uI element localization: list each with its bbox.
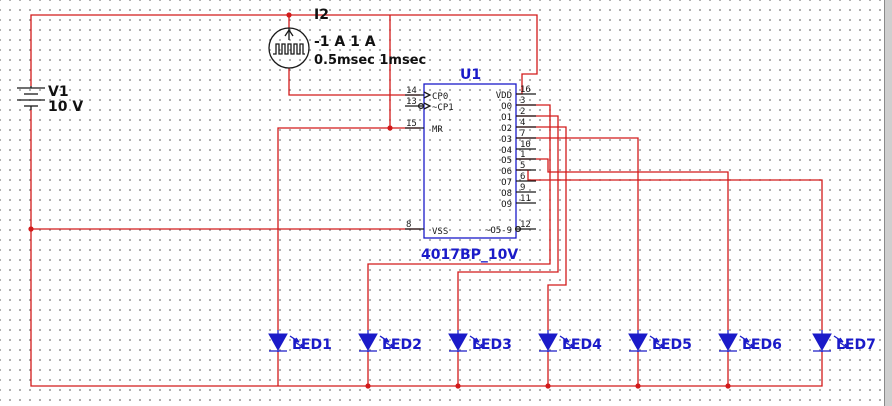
ic-pin-label: O5 <box>501 156 512 166</box>
i2-name: I2 <box>314 7 329 23</box>
ic-pin-number: 11 <box>520 194 531 204</box>
ic-pin-label: ~O5-9 <box>485 226 512 236</box>
ic-pin-label: O4 <box>501 146 512 156</box>
ic-pin-number: 4 <box>520 118 525 128</box>
pin-num-13: 13 <box>406 97 417 107</box>
current-source-i2[interactable]: I2 -1 A 1 A 0.5msec 1msec <box>268 7 426 69</box>
led-triangle <box>718 333 738 352</box>
led-1[interactable]: LED1 <box>268 330 332 353</box>
ic-pin-label: O7 <box>501 178 512 188</box>
ic-pin-label: O8 <box>501 189 512 199</box>
led-2[interactable]: LED2 <box>358 330 422 353</box>
led-row: LED1 LED2 LED3 LED4 LED5 LED6 LED7 <box>268 330 876 353</box>
ic-pin-label: O2 <box>501 124 512 134</box>
u1-part: 4017BP_10V <box>421 247 518 263</box>
wires <box>30 14 823 387</box>
led-triangle <box>358 333 378 352</box>
led-6[interactable]: LED6 <box>718 330 782 353</box>
led-label: LED6 <box>742 337 782 353</box>
pin-label-cp0: CP0 <box>432 92 448 102</box>
led-7[interactable]: LED7 <box>812 330 876 353</box>
ic-pin-number: 1 <box>520 150 525 160</box>
led-triangle <box>812 333 832 352</box>
led-label: LED2 <box>382 337 422 353</box>
ic-pin-label: O3 <box>501 135 512 145</box>
ic-pin-number: 6 <box>520 172 525 182</box>
led-3[interactable]: LED3 <box>448 330 512 353</box>
v1-value: 10 V <box>48 99 83 115</box>
i2-timing: 0.5msec 1msec <box>314 53 426 68</box>
led-triangle <box>538 333 558 352</box>
ic-pin-number: 3 <box>520 96 525 106</box>
ic-u1[interactable]: U1 4017BP_10V 14 13 15 8 CP0 ~CP1 MR VSS… <box>405 67 536 263</box>
led-triangle <box>448 333 468 352</box>
led-label: LED1 <box>292 337 332 353</box>
pin-num-15: 15 <box>406 119 417 129</box>
i2-amplitude: -1 A 1 A <box>314 34 376 50</box>
pin-num-14: 14 <box>406 86 417 96</box>
pin-num-8: 8 <box>406 220 411 230</box>
led-triangle <box>268 333 288 352</box>
led-4[interactable]: LED4 <box>538 330 602 353</box>
led-label: LED5 <box>652 337 692 353</box>
led-label: LED7 <box>836 337 876 353</box>
ic-pin-label: VDD <box>496 91 512 101</box>
pin-label-mr: MR <box>432 125 443 135</box>
u1-ref: U1 <box>460 67 481 83</box>
ic-pin-label: O9 <box>501 200 512 210</box>
ic-pin-number: 12 <box>520 220 531 230</box>
led-label: LED3 <box>472 337 512 353</box>
junctions <box>28 12 731 389</box>
led-triangle <box>628 333 648 352</box>
battery-v1[interactable]: V1 10 V <box>17 84 83 115</box>
ic-pin-label: O0 <box>501 102 512 112</box>
ic-pin-number: 7 <box>520 129 525 139</box>
ic-pin-number: 16 <box>520 85 531 95</box>
led-5[interactable]: LED5 <box>628 330 692 353</box>
inversion-bubble <box>514 225 522 233</box>
ic-pin-label: O6 <box>501 167 512 177</box>
v1-name: V1 <box>48 84 69 100</box>
led-label: LED4 <box>562 337 602 353</box>
pin-label-cp1: ~CP1 <box>432 103 454 113</box>
canvas-right-border <box>884 0 892 406</box>
ic-pin-number: 10 <box>520 140 531 150</box>
ic-pin-label: O1 <box>501 113 512 123</box>
ic-pin-number: 9 <box>520 183 525 193</box>
ic-pin-number: 2 <box>520 107 525 117</box>
pin-label-vss: VSS <box>432 227 448 237</box>
ic-pin-number: 5 <box>520 161 525 171</box>
